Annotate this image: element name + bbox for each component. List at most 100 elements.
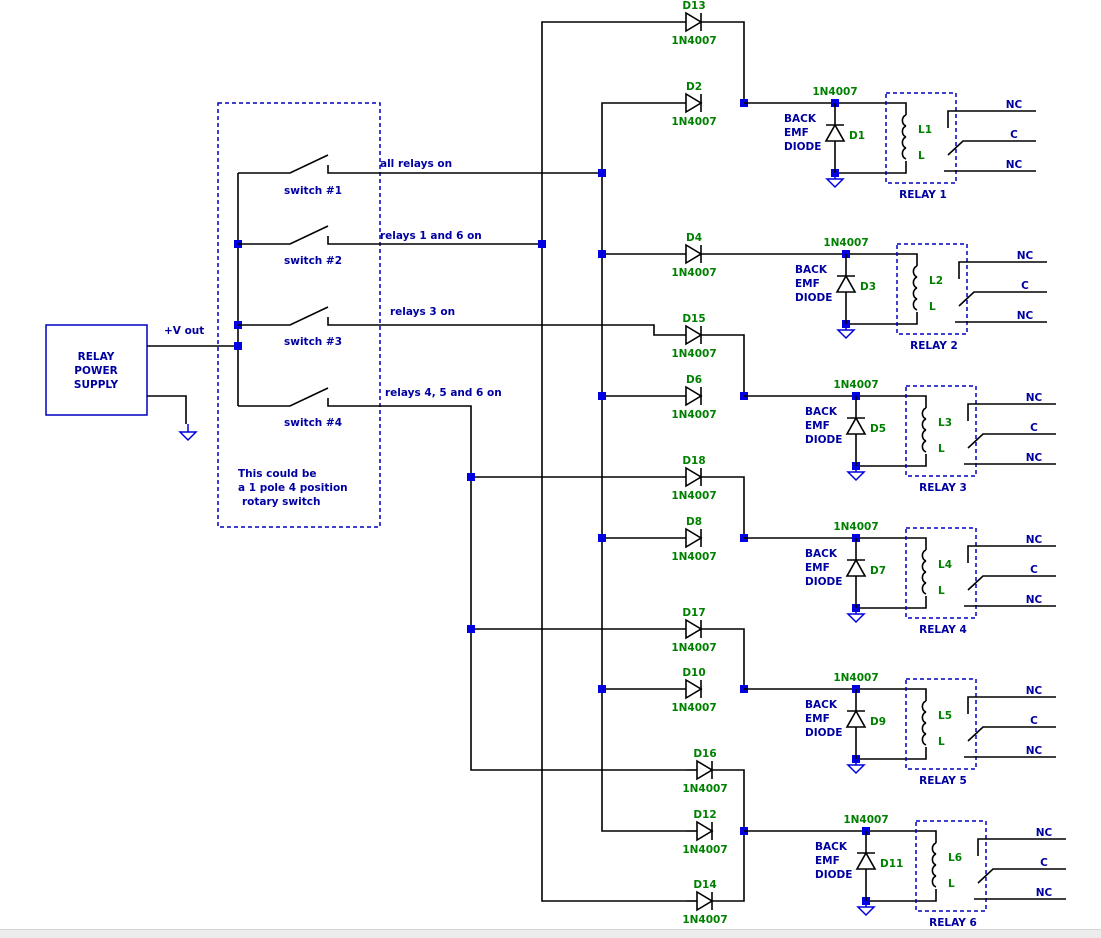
svg-text:L: L [948, 878, 955, 890]
svg-text:EMF: EMF [805, 562, 830, 574]
svg-text:L1: L1 [918, 124, 932, 136]
svg-text:switch #1: switch #1 [284, 185, 342, 197]
steering-diode: D14 1N4007 [682, 879, 727, 926]
svg-text:NC: NC [1026, 745, 1043, 757]
diode-ref-label: D6 [686, 374, 702, 386]
svg-text:DIODE: DIODE [805, 576, 842, 588]
switch-3: switch #3 relays 3 on [238, 306, 686, 348]
svg-text:L5: L5 [938, 710, 952, 722]
steering-diodes: D131N4007D21N4007D41N4007D151N4007D61N40… [671, 0, 727, 926]
diode-ref-label: D15 [682, 313, 705, 325]
svg-text:NC: NC [1026, 594, 1043, 606]
ground-icon [825, 178, 845, 189]
svg-text:L4: L4 [938, 559, 952, 571]
relay-title: RELAY 1 [899, 189, 947, 201]
svg-text:switch #4: switch #4 [284, 417, 342, 429]
svg-text:EMF: EMF [805, 713, 830, 725]
steering-diode: D10 1N4007 [671, 667, 716, 714]
relay-title: RELAY 5 [919, 775, 967, 787]
svg-text:all relays on: all relays on [380, 158, 452, 170]
diode-part-label: 1N4007 [671, 551, 716, 563]
diode-part-label: 1N4007 [671, 35, 716, 47]
svg-text:NC: NC [1026, 534, 1043, 546]
svg-text:relays 1 and 6 on: relays 1 and 6 on [380, 230, 482, 242]
steering-diode: D8 1N4007 [671, 516, 716, 563]
diode-ref-label: D4 [686, 232, 702, 244]
ground-icon [836, 329, 856, 340]
diode-part-label: 1N4007 [671, 409, 716, 421]
svg-text:NC: NC [1017, 310, 1034, 322]
svg-text:EMF: EMF [795, 278, 820, 290]
ground-icon [846, 764, 866, 775]
power-supply-label-line-2: POWER [74, 365, 117, 377]
svg-text:BACK: BACK [815, 841, 848, 853]
svg-text:1N4007: 1N4007 [833, 521, 878, 533]
svg-text:DIODE: DIODE [815, 869, 852, 881]
svg-text:L: L [918, 150, 925, 162]
svg-text:C: C [1040, 857, 1048, 869]
svg-text:D11: D11 [880, 858, 903, 870]
svg-text:DIODE: DIODE [795, 292, 832, 304]
diode-ref-label: D12 [693, 809, 716, 821]
diode-ref-label: D13 [682, 0, 705, 12]
diode-ref-label: D17 [682, 607, 705, 619]
svg-text:1N4007: 1N4007 [833, 672, 878, 684]
power-supply: RELAY POWER SUPPLY +V out [45, 324, 238, 441]
relay-title: RELAY 6 [929, 917, 977, 929]
steering-diode: D13 1N4007 [671, 0, 716, 47]
svg-text:NC: NC [1026, 685, 1043, 697]
svg-text:L: L [938, 736, 945, 748]
steering-diode: D12 1N4007 [682, 809, 727, 856]
svg-text:NC: NC [1006, 99, 1023, 111]
svg-text:D5: D5 [870, 423, 886, 435]
svg-text:relays 3 on: relays 3 on [390, 306, 455, 318]
svg-text:L6: L6 [948, 852, 962, 864]
switch-group-box [217, 102, 381, 528]
switch-2: switch #2 relays 1 and 6 on [238, 225, 542, 267]
vout-label: +V out [164, 325, 204, 337]
svg-text:BACK: BACK [805, 406, 838, 418]
svg-text:NC: NC [1026, 392, 1043, 404]
diode-part-label: 1N4007 [682, 844, 727, 856]
diode-part-label: 1N4007 [671, 116, 716, 128]
svg-text:relays 4, 5 and 6 on: relays 4, 5 and 6 on [385, 387, 502, 399]
svg-text:L: L [938, 443, 945, 455]
svg-text:switch #2: switch #2 [284, 255, 342, 267]
svg-text:NC: NC [1026, 452, 1043, 464]
ground-icon [846, 471, 866, 482]
switch-1: switch #1 all relays on [238, 154, 602, 197]
steering-diode: D6 1N4007 [671, 374, 716, 421]
svg-text:1N4007: 1N4007 [823, 237, 868, 249]
switch-4: switch #4 relays 4, 5 and 6 on [238, 387, 686, 771]
svg-text:1N4007: 1N4007 [843, 814, 888, 826]
svg-text:BACK: BACK [784, 113, 817, 125]
svg-text:L: L [938, 585, 945, 597]
svg-text:DIODE: DIODE [805, 434, 842, 446]
switch-note-line-3: rotary switch [242, 496, 320, 508]
svg-text:switch #3: switch #3 [284, 336, 342, 348]
window-bottom-bar [0, 929, 1101, 938]
svg-text:1N4007: 1N4007 [833, 379, 878, 391]
svg-text:D3: D3 [860, 281, 876, 293]
power-supply-label-line-3: SUPPLY [74, 379, 119, 391]
diode-ref-label: D18 [682, 455, 705, 467]
relay-title: RELAY 3 [919, 482, 967, 494]
relay-title: RELAY 4 [919, 624, 967, 636]
svg-text:C: C [1021, 280, 1029, 292]
svg-text:EMF: EMF [815, 855, 840, 867]
diode-ref-label: D8 [686, 516, 702, 528]
diode-ref-label: D14 [693, 879, 716, 891]
diode-ref-label: D10 [682, 667, 705, 679]
diode-part-label: 1N4007 [671, 702, 716, 714]
diode-part-label: 1N4007 [682, 914, 727, 926]
